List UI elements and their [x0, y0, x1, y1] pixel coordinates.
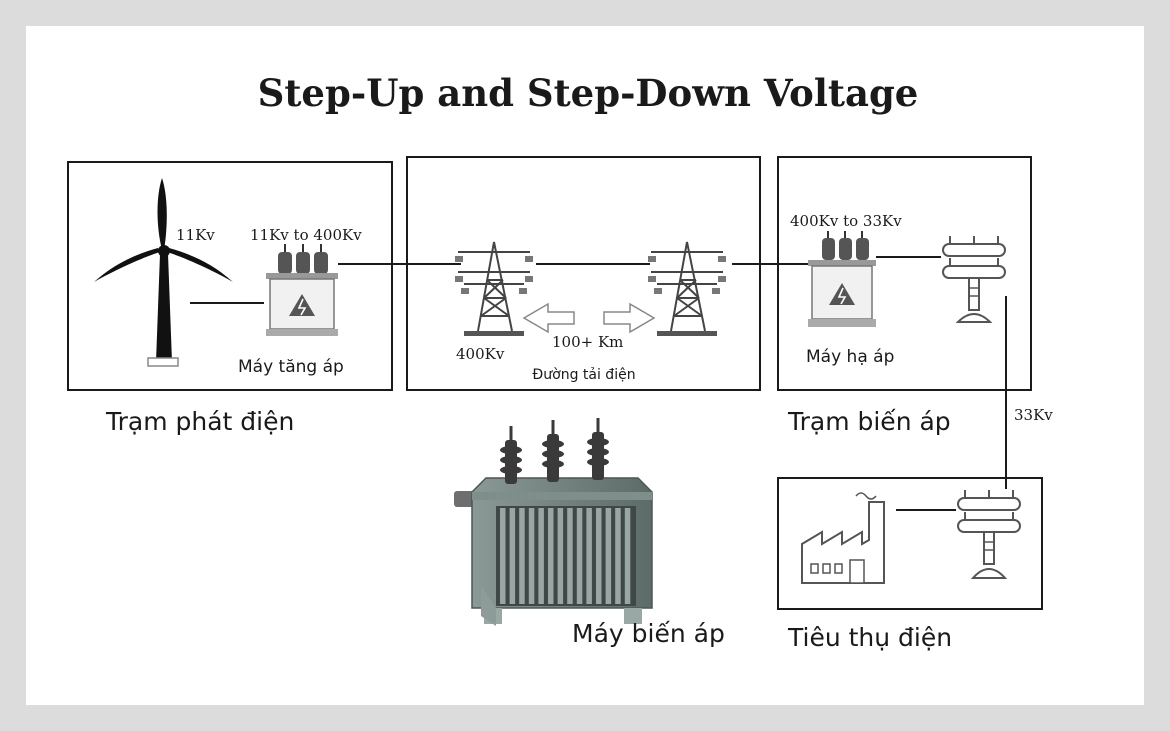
diagram: Step-Up and Step-Down Voltage — [67, 71, 1053, 652]
step-up-transformer-name: Máy tăng áp — [238, 357, 344, 377]
arrow-right-icon — [603, 302, 656, 334]
substation-frame — [777, 156, 1032, 391]
transmission-frame — [406, 156, 761, 391]
arrow-left-icon — [522, 302, 575, 334]
transformer-illustration-icon — [454, 418, 653, 626]
step-up-transformer-label: 11Kv to 400Kv — [250, 226, 362, 244]
radiator-fin — [509, 508, 516, 604]
generation-station-name: Trạm phát điện — [105, 407, 294, 436]
step-up-transformer-icon — [266, 244, 338, 336]
radiator-fin — [528, 508, 535, 604]
diagram-title: Step-Up and Step-Down Voltage — [258, 71, 919, 115]
distribution-pole-icon — [942, 236, 1006, 323]
radiator-fin — [605, 508, 612, 604]
radiator-fin — [519, 508, 525, 604]
consumer-distribution-pole-icon — [957, 490, 1021, 579]
transmission-voltage-label: 400Kv — [456, 345, 505, 363]
radiator-fin — [567, 508, 573, 604]
substation-output-voltage-label: 33Kv — [1014, 406, 1053, 424]
consumption-name: Tiêu thụ điện — [787, 623, 952, 652]
radiator-fin — [500, 508, 506, 604]
radiator-fin — [586, 508, 592, 604]
transmission-line-name: Đường tải điện — [532, 367, 635, 383]
radiator-fin — [557, 508, 564, 604]
distance-label: 100+ Km — [552, 333, 623, 351]
transformer-illustration-name: Máy biến áp — [572, 619, 725, 648]
generation-station-frame — [67, 161, 393, 391]
consumption-frame — [777, 477, 1043, 610]
step-down-transformer-name: Máy hạ áp — [806, 347, 894, 367]
radiator-fin — [538, 508, 544, 604]
radiator-fin — [624, 508, 631, 604]
diagram-card: Step-Up and Step-Down Voltage — [26, 26, 1144, 705]
generation-voltage-label: 11Kv — [176, 226, 215, 244]
radiator-fin — [596, 508, 602, 604]
wind-turbine-icon — [94, 178, 233, 367]
factory-icon — [801, 492, 885, 584]
step-down-transformer-label: 400Kv to 33Kv — [790, 212, 902, 230]
substation-name: Trạm biến áp — [787, 407, 951, 436]
radiator-fin — [615, 508, 621, 604]
transmission-tower-right-icon — [648, 241, 726, 336]
radiator-fin — [576, 508, 583, 604]
power-wires — [190, 256, 1007, 511]
transmission-tower-left-icon — [455, 241, 533, 336]
radiator-fin — [548, 508, 554, 604]
step-down-transformer-icon — [808, 231, 876, 327]
